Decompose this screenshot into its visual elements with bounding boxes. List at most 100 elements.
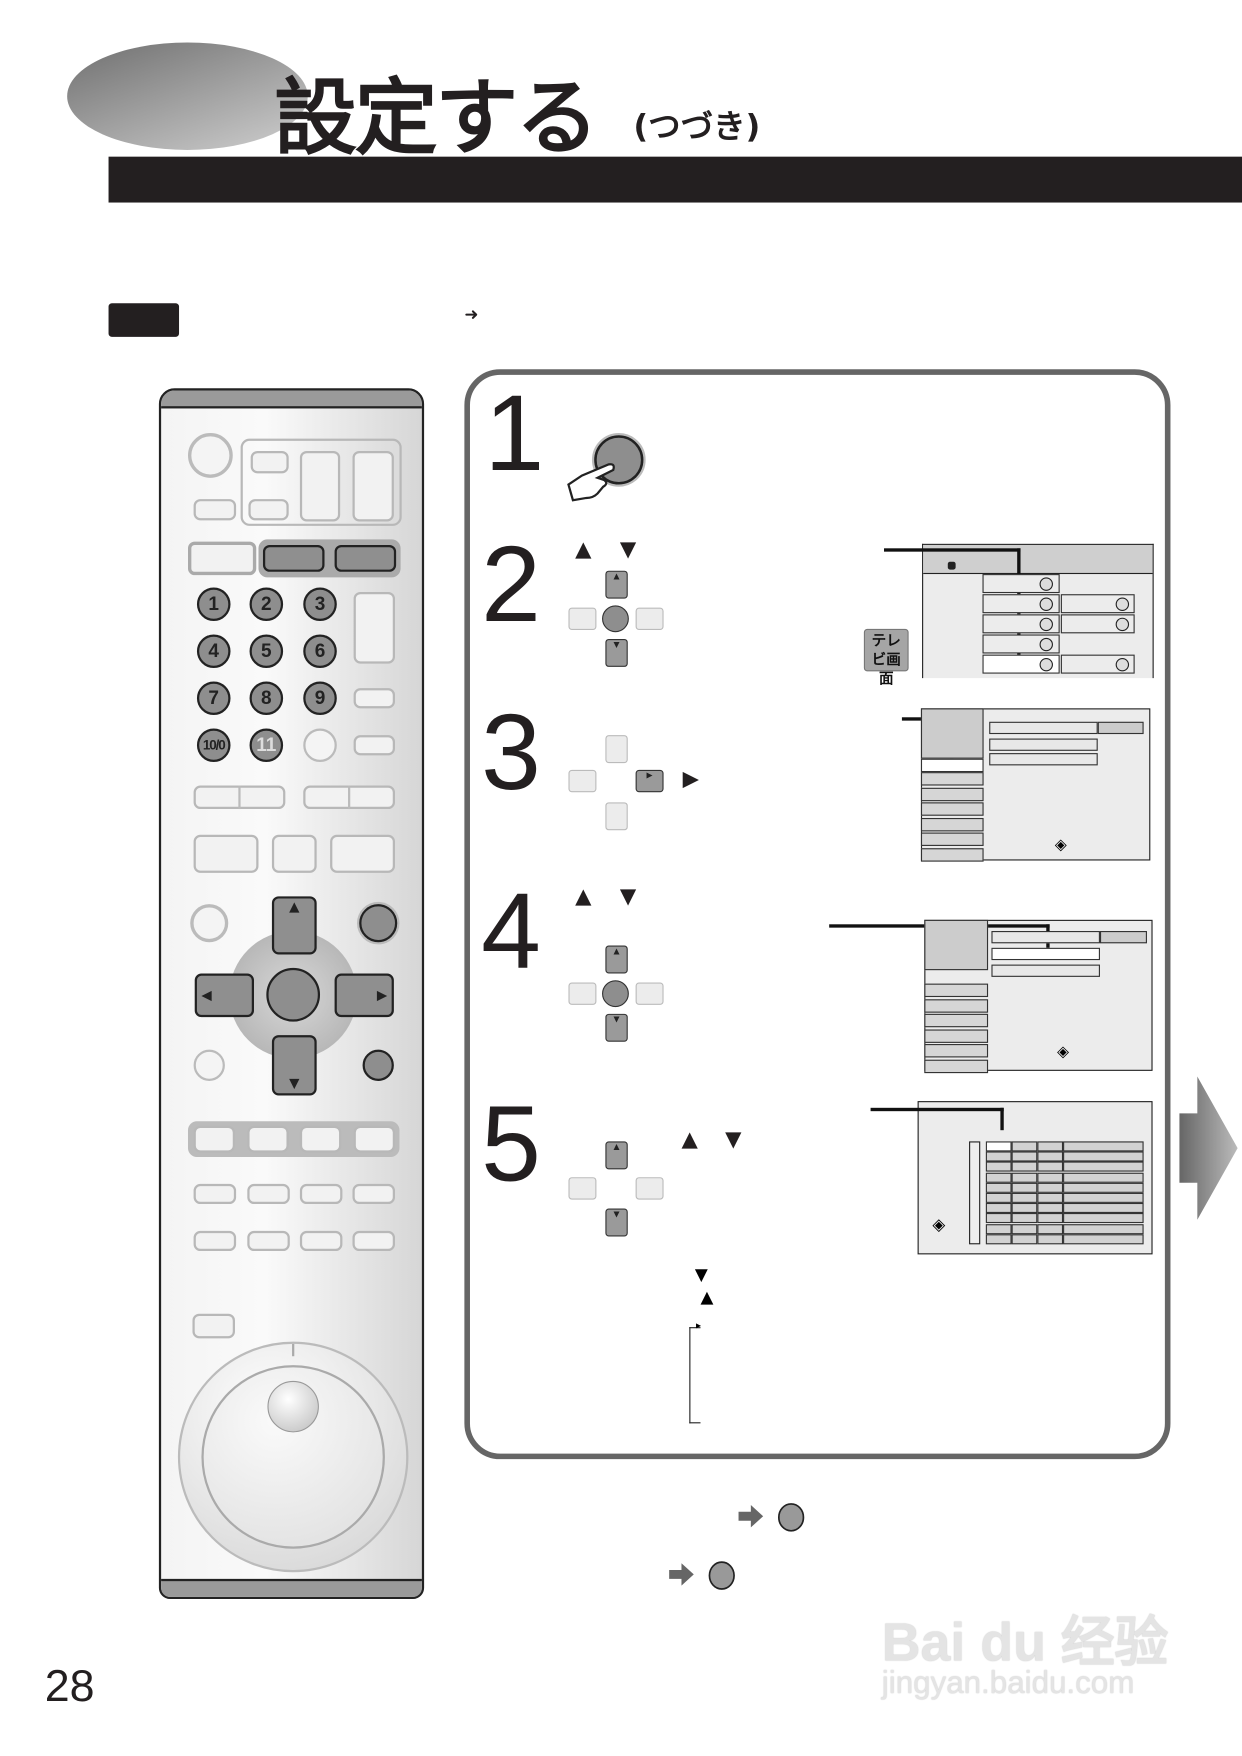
table-cell (1063, 1141, 1144, 1152)
nav-up-button[interactable]: ▲ (271, 896, 317, 955)
next-page-arrow-icon (1179, 1076, 1238, 1220)
color-button[interactable] (247, 1125, 289, 1153)
table-cell (1037, 1151, 1064, 1162)
menu-option (989, 721, 1098, 735)
number-key-5[interactable]: 5 (249, 634, 284, 669)
table-cell (1037, 1203, 1064, 1214)
table-cell (1011, 1234, 1038, 1245)
down-arrow-icon: ▼ (725, 1126, 742, 1152)
menu-value (1099, 931, 1147, 944)
remote-button[interactable] (352, 1183, 396, 1205)
menu-option-selected (991, 947, 1100, 961)
number-key-11[interactable]: 11 (249, 728, 284, 763)
settings-icon (1039, 657, 1053, 671)
remote-button[interactable] (262, 544, 325, 572)
table-cell (1011, 1182, 1038, 1193)
clock-icon (1039, 596, 1053, 611)
remote-button[interactable] (353, 688, 396, 709)
table-cell (1063, 1151, 1144, 1162)
header-bar (108, 156, 1242, 203)
remote-button[interactable] (299, 1230, 343, 1252)
table-cell (1011, 1203, 1038, 1214)
jog-mark (292, 1343, 295, 1357)
remote-button[interactable] (330, 834, 396, 873)
nav-down-button[interactable]: ▼ (271, 1035, 317, 1096)
dpad-left (568, 769, 597, 793)
table-cell (1063, 1234, 1144, 1245)
table-cell (1037, 1182, 1064, 1193)
remote-button[interactable] (353, 735, 396, 756)
step-number-3: 3 (481, 692, 541, 813)
up-arrow-icon: ▲ (575, 884, 592, 909)
number-key-7[interactable]: 7 (196, 681, 231, 716)
table-cell (1063, 1161, 1144, 1173)
menu-item (920, 787, 984, 801)
table-cell (1011, 1151, 1038, 1162)
up-arrow-icon: ▲ (681, 1126, 698, 1152)
menu-item (920, 847, 984, 862)
remote-button[interactable] (353, 591, 396, 664)
menu-item (924, 1013, 989, 1028)
color-button[interactable] (299, 1125, 342, 1153)
page-title: 設定する (274, 70, 599, 167)
remote-button[interactable] (250, 450, 289, 474)
table-cell (1037, 1213, 1064, 1224)
remote-button[interactable] (359, 904, 398, 943)
color-button[interactable] (193, 1125, 235, 1153)
menu-header (920, 708, 984, 759)
remote-button[interactable] (247, 1183, 290, 1205)
dpad-right-highlight: ▶ (635, 769, 664, 793)
dpad-up (605, 735, 628, 764)
divider (238, 785, 241, 810)
remote-button[interactable] (248, 499, 289, 521)
down-arrow-icon: ▼ (619, 537, 637, 562)
remote-button[interactable] (303, 728, 337, 763)
remote-button[interactable] (352, 1230, 396, 1252)
remote-button[interactable] (299, 450, 341, 522)
up-arrow-icon: ▲ (700, 1286, 714, 1307)
remote-button[interactable] (362, 1049, 394, 1081)
remote-button[interactable] (193, 1183, 237, 1205)
table-cell (1011, 1223, 1038, 1234)
title-ellipse-decoration (67, 42, 308, 150)
scrollbar[interactable] (969, 1141, 981, 1245)
table-cell (1037, 1234, 1064, 1245)
number-key-4[interactable]: 4 (196, 634, 231, 669)
arrow-to-button-icon (669, 1561, 735, 1590)
remote-button[interactable] (334, 544, 397, 572)
remote-button[interactable] (193, 1049, 225, 1081)
nav-right-button[interactable]: ▶ (334, 973, 394, 1018)
remote-button[interactable] (192, 1313, 235, 1339)
remote-button[interactable] (247, 1230, 290, 1252)
remote-button[interactable] (187, 541, 257, 576)
number-key-8[interactable]: 8 (249, 681, 284, 716)
table-cell (985, 1223, 1012, 1234)
power-button[interactable] (187, 433, 233, 478)
remote-button[interactable] (271, 834, 317, 873)
enter-button[interactable] (266, 967, 321, 1022)
step-number-2: 2 (481, 524, 541, 645)
menu-header (924, 919, 989, 971)
number-key-3[interactable]: 3 (303, 587, 337, 622)
arrow-to-button-icon (738, 1503, 805, 1532)
page-number: 28 (44, 1661, 95, 1711)
nav-left-button[interactable]: ◀ (194, 973, 255, 1018)
number-key-1[interactable]: 1 (196, 587, 231, 622)
remote-button[interactable] (193, 834, 259, 873)
remote-button[interactable] (193, 499, 237, 521)
table-cell (985, 1141, 1012, 1152)
menu-item (920, 832, 984, 846)
remote-button[interactable] (190, 904, 229, 943)
jog-dial-inner[interactable] (201, 1365, 385, 1549)
jog-knob[interactable] (267, 1380, 319, 1433)
color-button[interactable] (353, 1125, 396, 1153)
remote-button[interactable] (193, 1230, 237, 1252)
dpad-up-highlight: ▲ (605, 945, 628, 974)
number-key-9[interactable]: 9 (303, 681, 337, 716)
remote-button[interactable] (352, 450, 394, 522)
remote-button[interactable] (299, 1183, 343, 1205)
number-key-6[interactable]: 6 (303, 634, 337, 669)
number-key-2[interactable]: 2 (249, 587, 284, 622)
leader-line (1000, 1107, 1004, 1131)
number-key-10/0[interactable]: 10/0 (196, 728, 231, 763)
